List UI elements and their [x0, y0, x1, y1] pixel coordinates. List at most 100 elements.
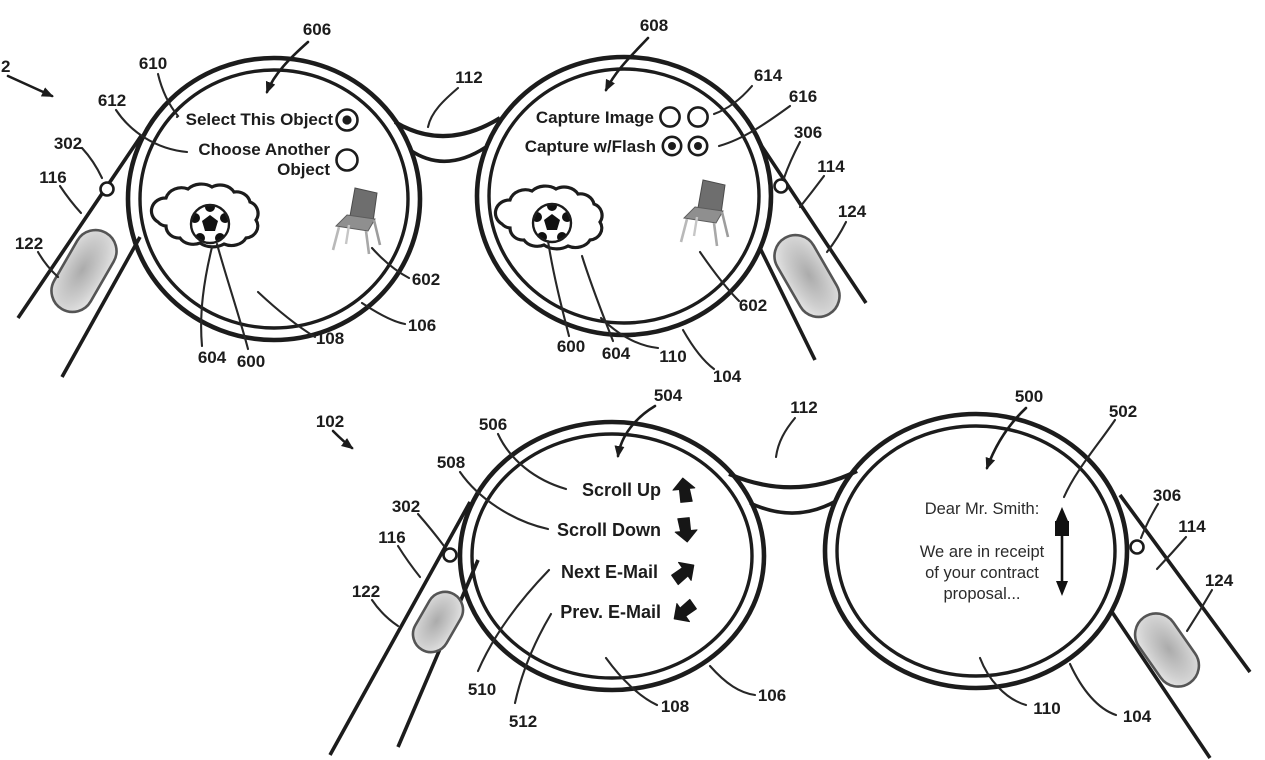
ref-602-left: 602	[412, 270, 440, 289]
ref-106: 106	[408, 316, 436, 335]
menu-item-prev-email[interactable]: Prev. E-Mail	[560, 595, 701, 629]
option-label[interactable]: Capture Image	[536, 108, 654, 127]
ref-124: 124	[1205, 571, 1234, 590]
ref-306: 306	[794, 123, 822, 142]
leader-508	[458, 470, 550, 531]
menu-option-capture-image[interactable]: Capture Image	[536, 106, 709, 128]
leader-602-left	[370, 246, 411, 280]
scroll-indicator-up-arrow-icon[interactable]	[1056, 507, 1068, 521]
arrow-608	[604, 36, 650, 92]
menu-item-label[interactable]: Prev. E-Mail	[560, 602, 661, 622]
right-lens-display-area	[487, 67, 761, 325]
radio-empty-icon[interactable]	[687, 106, 709, 128]
ref-104: 104	[713, 367, 742, 386]
email-salutation: Dear Mr. Smith:	[925, 500, 1040, 518]
ref-102-partial: 2	[1, 57, 10, 76]
menu-item-label[interactable]: Scroll Down	[557, 520, 661, 540]
figure-top: Select This Object Choose Another Object…	[1, 16, 868, 386]
leader-604-left	[200, 245, 214, 348]
option-label[interactable]: Capture w/Flash	[525, 137, 656, 156]
ref-112: 112	[455, 68, 482, 87]
left-touch-pad[interactable]	[44, 222, 124, 319]
menu-option-capture-with-flash[interactable]: Capture w/Flash	[525, 135, 709, 157]
prev-email-arrow-icon[interactable]	[667, 595, 701, 629]
radio-empty-icon[interactable]	[659, 106, 681, 128]
ref-102: 102	[316, 412, 344, 431]
leader-122	[36, 250, 60, 279]
arrow-102	[331, 429, 354, 450]
right-touch-pad[interactable]	[1127, 605, 1207, 695]
left-lens-display-area	[138, 68, 410, 330]
radio-selected-icon[interactable]	[687, 135, 709, 157]
leader-114	[798, 174, 826, 209]
leader-124	[825, 220, 848, 254]
scroll-indicator-down-arrow-icon[interactable]	[1056, 581, 1068, 596]
scroll-up-arrow-icon[interactable]	[671, 476, 697, 504]
right-lens-hud-menu-top: Capture Image Capture w/Flash	[493, 106, 730, 251]
bridge-upper	[728, 469, 858, 490]
right-hinge	[773, 178, 789, 194]
leader-110	[978, 656, 1028, 707]
leader-lines-top	[6, 36, 848, 371]
right-temple-upper-line	[1118, 493, 1252, 674]
scroll-indicator-thumb[interactable]	[1055, 521, 1069, 536]
radio-empty-icon[interactable]	[335, 148, 359, 172]
leader-510	[476, 568, 551, 673]
leader-302	[80, 146, 104, 180]
leader-110	[599, 316, 660, 350]
ref-508: 508	[437, 453, 465, 472]
option-label-line2[interactable]: Object	[277, 160, 330, 179]
left-lens-hud-menu-bottom: Scroll Up Scroll Down Next E-Mail Prev. …	[557, 476, 701, 629]
ref-604-left: 604	[198, 348, 227, 367]
leader-lines-bottom	[331, 404, 1214, 717]
menu-item-label[interactable]: Scroll Up	[582, 480, 661, 500]
chair-icon-left	[331, 186, 382, 256]
radio-selected-icon[interactable]	[335, 108, 359, 132]
ref-500: 500	[1015, 387, 1043, 406]
scroll-down-arrow-icon[interactable]	[673, 516, 699, 544]
leader-604-right	[580, 254, 615, 343]
leader-104	[681, 328, 716, 371]
leader-122	[370, 598, 400, 628]
figure-bottom: Scroll Up Scroll Down Next E-Mail Prev. …	[316, 386, 1252, 760]
ref-602-right: 602	[739, 296, 767, 315]
ref-labels-bottom: 102 504 506 508 302 116 122 112 500 502 …	[316, 386, 1234, 731]
right-lens-email-display: Dear Mr. Smith: We are in receipt of you…	[920, 500, 1069, 603]
leader-106	[360, 301, 407, 326]
leader-502	[1062, 418, 1117, 499]
menu-item-scroll-down[interactable]: Scroll Down	[557, 516, 699, 544]
next-email-arrow-icon[interactable]	[667, 555, 701, 589]
option-label[interactable]: Select This Object	[186, 110, 334, 129]
left-temple-upper-line	[328, 501, 472, 756]
scroll-indicator[interactable]	[1055, 507, 1069, 596]
ref-614: 614	[754, 66, 783, 85]
leader-302	[416, 512, 446, 548]
ref-labels-top: 2 606 608 610 612 112 302 116 122 614 61…	[1, 16, 867, 386]
left-temple-lower-line	[60, 236, 142, 378]
leader-114	[1155, 535, 1188, 571]
ref-510: 510	[468, 680, 496, 699]
ref-604-right: 604	[602, 344, 631, 363]
menu-item-label[interactable]: Next E-Mail	[561, 562, 658, 582]
email-body-line3: proposal...	[943, 585, 1020, 603]
radio-selected-icon[interactable]	[661, 135, 683, 157]
leader-116	[58, 184, 83, 215]
left-touch-pad[interactable]	[406, 585, 469, 658]
thought-cloud-right	[493, 184, 604, 251]
menu-option-select-this-object[interactable]: Select This Object	[186, 108, 359, 132]
ref-502: 502	[1109, 402, 1137, 421]
ref-506: 506	[479, 415, 507, 434]
ref-306: 306	[1153, 486, 1181, 505]
menu-item-next-email[interactable]: Next E-Mail	[561, 555, 701, 589]
right-lens-outer-rim	[822, 411, 1130, 691]
arrow-606	[265, 40, 310, 94]
right-temple-lower-line	[1110, 610, 1212, 760]
ref-104: 104	[1123, 707, 1152, 726]
bridge-lower	[408, 145, 487, 164]
leader-108	[604, 656, 659, 707]
menu-option-choose-another-object[interactable]: Choose Another Object	[198, 140, 359, 179]
right-touch-pad[interactable]	[767, 227, 847, 324]
option-label-line1[interactable]: Choose Another	[198, 140, 330, 159]
menu-item-scroll-up[interactable]: Scroll Up	[582, 476, 697, 504]
